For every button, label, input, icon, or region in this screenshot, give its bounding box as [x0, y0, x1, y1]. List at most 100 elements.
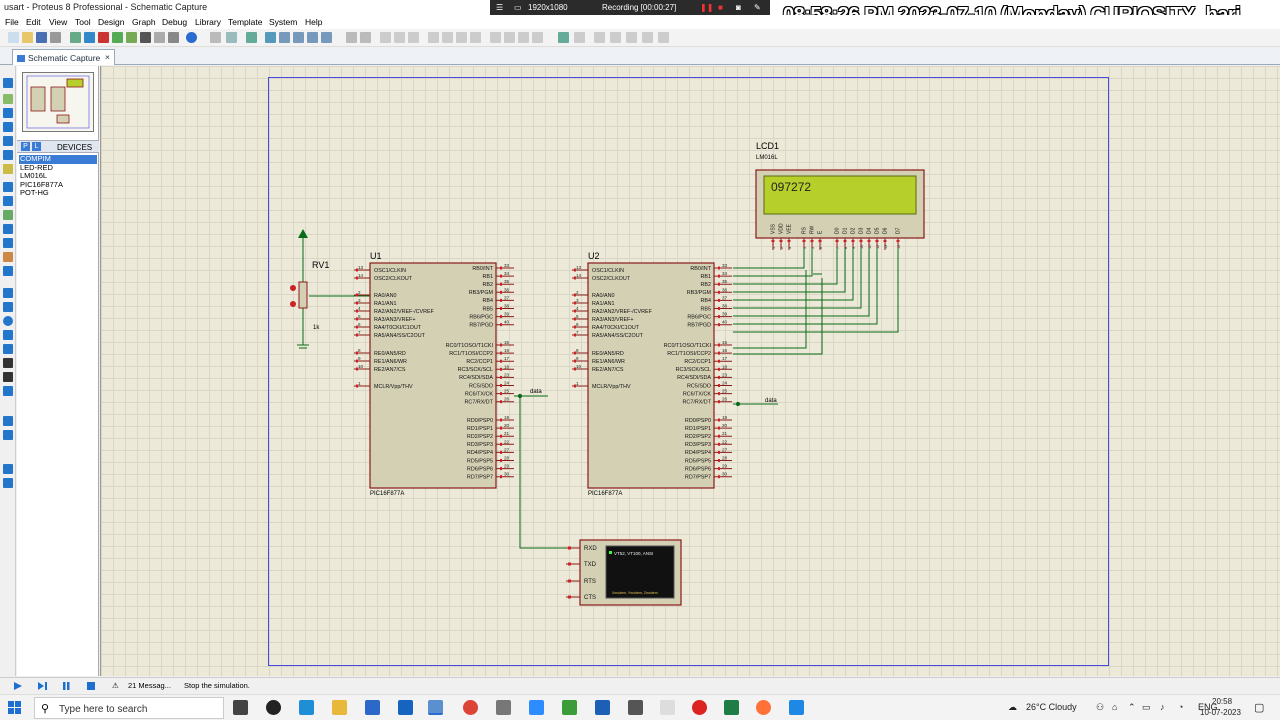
network-icon[interactable]: ⌂	[1112, 702, 1118, 712]
tab-schematic-capture[interactable]: Schematic Capture ×	[12, 49, 115, 65]
selection-mode-icon[interactable]	[3, 78, 13, 88]
potentiometer-rv1[interactable]: RV1 1k	[290, 229, 370, 349]
goto-child-icon[interactable]	[642, 32, 653, 43]
edge-icon[interactable]	[299, 700, 314, 715]
probe-icon[interactable]	[3, 252, 13, 262]
rotate-cw-icon[interactable]	[3, 416, 13, 426]
file-explorer-icon[interactable]	[332, 700, 347, 715]
block-move-icon[interactable]	[442, 32, 453, 43]
tab-close-icon[interactable]: ×	[105, 52, 110, 62]
clock-date[interactable]: 10-07-2023	[1200, 708, 1241, 717]
graph-icon[interactable]	[3, 210, 13, 220]
new-sheet-icon[interactable]	[610, 32, 621, 43]
menu-template[interactable]: Template	[228, 17, 263, 27]
wifi-icon[interactable]: ◔	[1178, 702, 1184, 712]
junction-icon[interactable]	[3, 108, 13, 118]
rotate-ccw-icon[interactable]	[3, 430, 13, 440]
refresh-icon[interactable]	[210, 32, 221, 43]
lcd-pin[interactable]: D07	[835, 227, 841, 250]
volume-icon[interactable]: ♪	[1160, 702, 1165, 712]
remove-sheet-icon[interactable]	[626, 32, 637, 43]
instrument-icon[interactable]	[3, 266, 13, 276]
mail-icon[interactable]	[398, 700, 413, 715]
tray-chevron-icon[interactable]: ⌃	[1128, 702, 1136, 712]
open-icon[interactable]	[22, 32, 33, 43]
stop-sim-icon[interactable]	[86, 681, 97, 691]
close-icon[interactable]	[50, 32, 61, 43]
source-icon[interactable]	[168, 32, 179, 43]
help-icon[interactable]	[186, 32, 197, 43]
menu-graph[interactable]: Graph	[132, 17, 156, 27]
menu-icon[interactable]: ☰	[496, 3, 504, 12]
cmd-icon[interactable]	[496, 700, 511, 715]
notification-icon[interactable]: ▢	[1254, 702, 1265, 714]
design-explorer-icon[interactable]	[154, 32, 165, 43]
device-item-pic16f877a[interactable]: PIC16F877A	[20, 179, 63, 189]
pause-sim-icon[interactable]	[61, 681, 72, 691]
device-item-led-red[interactable]: LED-RED	[20, 162, 53, 172]
symbol-icon[interactable]	[3, 372, 13, 382]
zoom-icon[interactable]	[529, 700, 544, 715]
library-manager-button[interactable]: L	[32, 142, 41, 151]
terminal-pin[interactable]: RXD	[566, 546, 597, 552]
save-icon[interactable]	[36, 32, 47, 43]
proteus-icon[interactable]	[428, 700, 443, 715]
play-icon[interactable]	[12, 681, 23, 691]
mplab-icon[interactable]	[562, 700, 577, 715]
menu-library[interactable]: Library	[195, 17, 221, 27]
copy-icon[interactable]	[394, 32, 405, 43]
package-icon[interactable]	[518, 32, 529, 43]
terminal-pin[interactable]: RTS	[566, 579, 596, 585]
lcd-pin[interactable]: D29	[851, 227, 857, 250]
redo-icon[interactable]	[360, 32, 371, 43]
compim-terminal[interactable]: VT52, VT100, ANSI Xmodem, Ymodem, Zmodem…	[566, 539, 682, 606]
netlist-icon[interactable]	[658, 32, 669, 43]
zoom-area-icon[interactable]	[321, 32, 332, 43]
menu-design[interactable]: Design	[98, 17, 125, 27]
wire-autorouter-icon[interactable]	[558, 32, 569, 43]
message-icon[interactable]: ⚠	[112, 681, 119, 690]
origin-icon[interactable]	[246, 32, 257, 43]
menu-tool[interactable]: Tool	[75, 17, 91, 27]
block-copy-icon[interactable]	[428, 32, 439, 43]
lcd-pin[interactable]: E6	[818, 230, 824, 250]
box-icon[interactable]	[3, 302, 13, 312]
undo-icon[interactable]	[346, 32, 357, 43]
